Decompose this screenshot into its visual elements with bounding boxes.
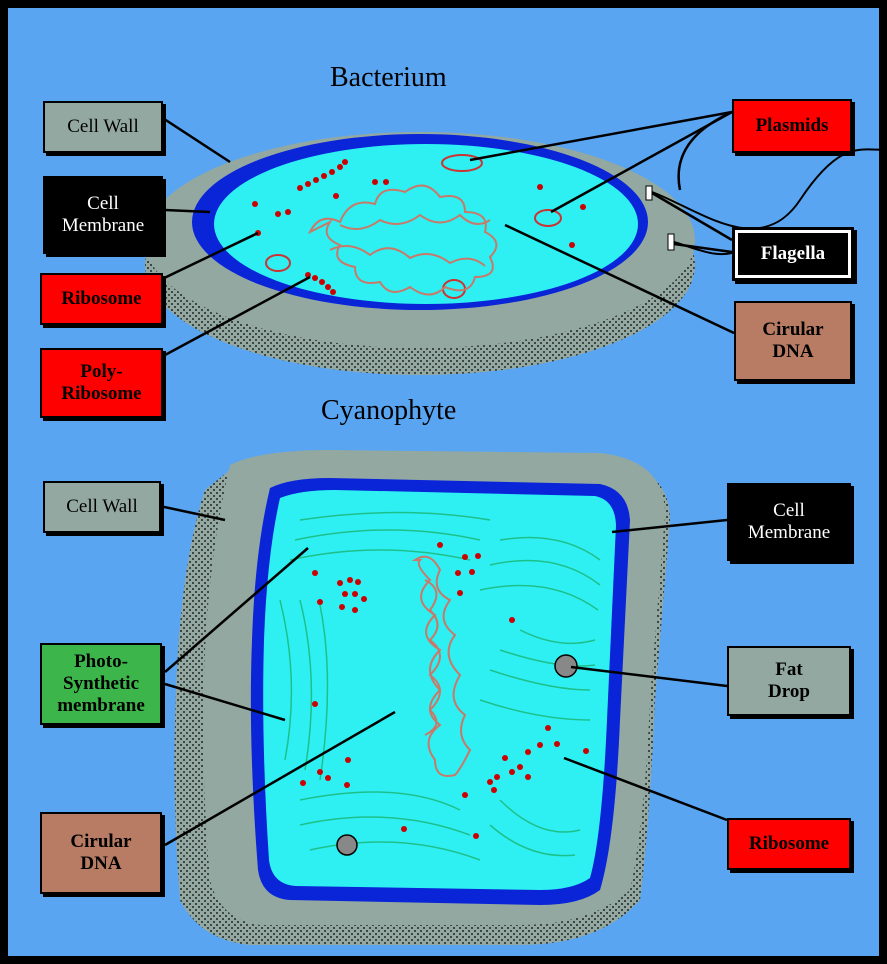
cyanophyte-title: Cyanophyte — [321, 395, 456, 427]
flagellum-base — [646, 186, 652, 200]
cyanophyte-cell-membrane-label: Cell Membrane — [727, 483, 851, 561]
bacterium-ribosome-label: Ribosome — [40, 273, 163, 325]
flagella-label: Flagella — [732, 227, 854, 281]
bacterium-cell-membrane-label: Cell Membrane — [43, 176, 163, 254]
photosynthetic-membrane-label: Photo- Synthetic membrane — [40, 643, 162, 725]
bacterium-title: Bacterium — [330, 62, 447, 94]
cyanophyte-ribosome-label: Ribosome — [727, 818, 851, 870]
cyanophyte — [174, 450, 670, 945]
cyanophyte-circular-dna-label: Cirular DNA — [40, 812, 162, 894]
fat-drop — [337, 835, 357, 855]
flagellum-base — [668, 234, 674, 250]
cyanophyte-cell-wall-label: Cell Wall — [43, 481, 161, 533]
plasmids-label: Plasmids — [732, 99, 852, 153]
bacterium-cell-wall-label: Cell Wall — [43, 101, 163, 153]
bacterium-cytoplasm — [214, 144, 638, 304]
fat-drop — [555, 655, 577, 677]
bacterium-circular-dna-label: Cirular DNA — [734, 301, 852, 381]
poly-ribosome-label: Poly- Ribosome — [40, 348, 163, 418]
fat-drop-label: Fat Drop — [727, 646, 851, 716]
